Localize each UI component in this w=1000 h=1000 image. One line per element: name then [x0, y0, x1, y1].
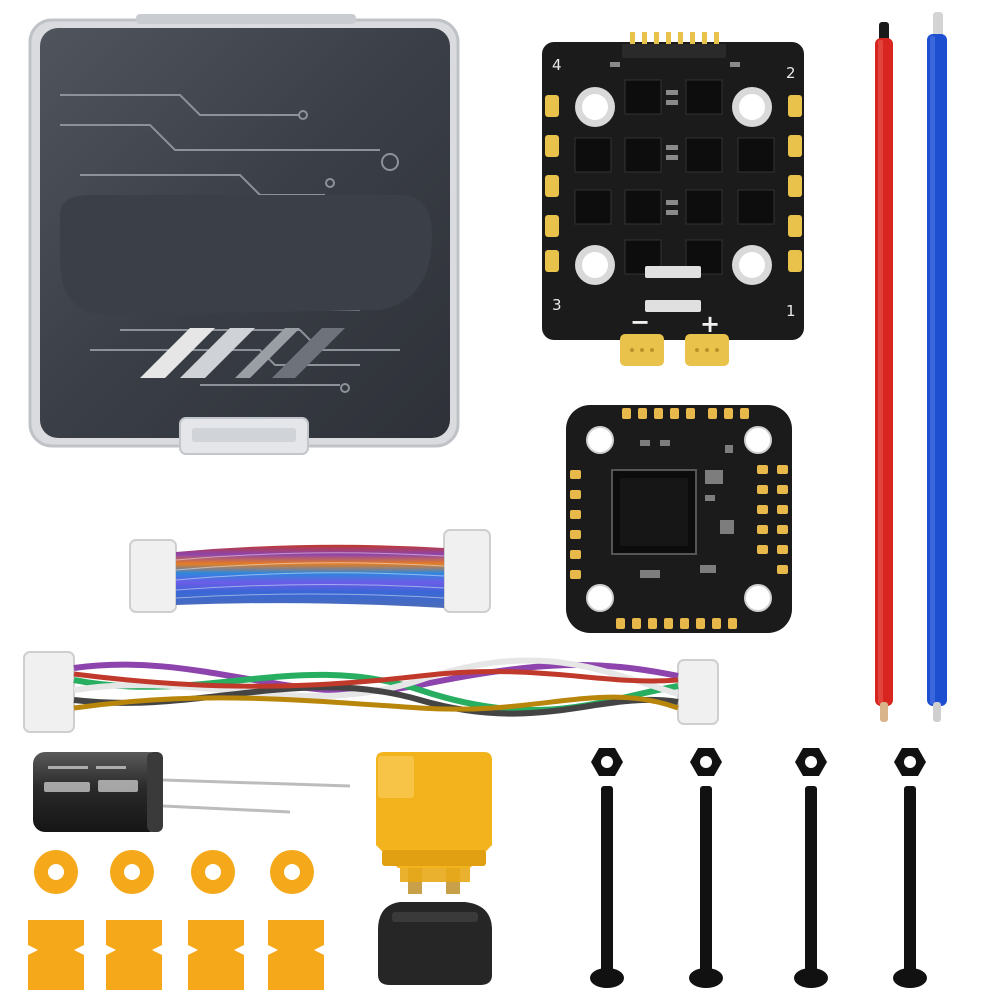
nut-4 [894, 748, 926, 776]
esc-plus-sign: + [700, 310, 720, 338]
nut-1 [591, 748, 623, 776]
xt60-cap [378, 902, 492, 985]
xt60-connector [376, 752, 492, 894]
screw-1 [590, 786, 624, 988]
esc-power-pads [620, 334, 729, 366]
fc-smd-components [640, 440, 734, 578]
blue-power-wire [927, 12, 947, 722]
screw-2 [689, 786, 723, 988]
orange-dampers [28, 920, 324, 990]
grommet-1 [34, 850, 78, 894]
esc-side-pads [545, 95, 802, 272]
fc-gold-pads [570, 408, 788, 629]
esc-minus-sign: − [630, 308, 650, 336]
twisted-wire-cable [23, 651, 719, 733]
esc-corner-label-1: 1 [786, 302, 796, 320]
flight-controller [566, 405, 792, 633]
screws-and-nuts [590, 748, 927, 988]
flat-ribbon-cable [129, 529, 491, 613]
esc-mounting-holes [575, 87, 772, 285]
fc-mounting-holes [586, 426, 772, 612]
esc-board: 4 2 3 1 − + [542, 32, 804, 366]
capacitor-markings [44, 766, 138, 792]
esc-smd-components [610, 62, 740, 215]
damper-1 [28, 920, 84, 990]
grommet-3 [191, 850, 235, 894]
damper-3 [188, 920, 244, 990]
damper-4 [268, 920, 324, 990]
orange-grommets [34, 850, 314, 894]
nut-2 [690, 748, 722, 776]
esc-corner-label-4: 4 [552, 56, 562, 74]
screw-4 [893, 786, 927, 988]
grommet-4 [270, 850, 314, 894]
esc-top-header-pins [630, 32, 719, 46]
electrolytic-capacitor [33, 752, 351, 832]
esc-corner-label-3: 3 [552, 296, 562, 314]
nut-3 [795, 748, 827, 776]
case-label-patch [60, 195, 432, 315]
esc-corner-label-2: 2 [786, 64, 796, 82]
screw-3 [794, 786, 828, 988]
esc-shunt [645, 266, 701, 278]
red-power-wire [875, 22, 893, 722]
storage-case [28, 14, 460, 455]
damper-2 [106, 920, 162, 990]
grommet-2 [110, 850, 154, 894]
brand-logo-icon [140, 328, 345, 378]
